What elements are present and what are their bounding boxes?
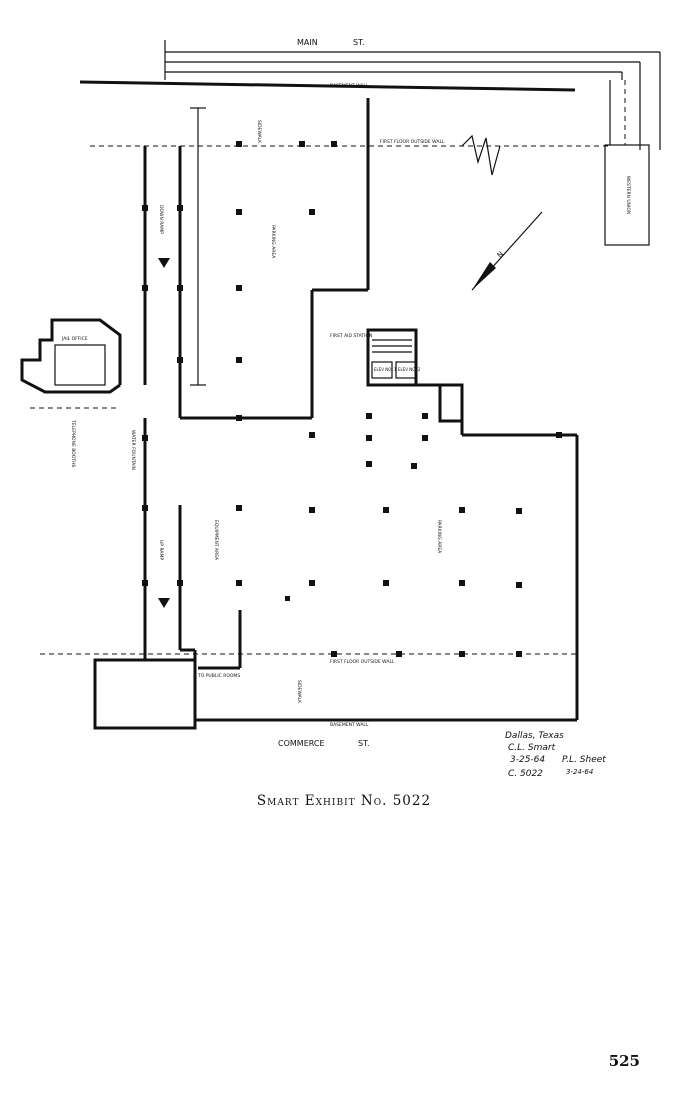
elev-1-label: ELEV NO. 1 <box>374 367 397 372</box>
sidewalk-top-label: SIDEWALK <box>256 120 262 144</box>
svg-text:N: N <box>496 250 505 259</box>
column <box>177 205 183 211</box>
elevator-block <box>366 328 464 435</box>
basement-wall-bottom-label: BASEMENT WALL <box>330 722 369 728</box>
main-street-lines <box>164 40 661 150</box>
annotation-line3: 3-25-64 <box>510 755 545 765</box>
first-floor-wall-top-label: FIRST FLOOR OUTSIDE WALL <box>380 139 445 145</box>
annotation-line1: Dallas, Texas <box>505 731 564 741</box>
western-union-label: WESTERN UNION <box>625 176 631 215</box>
commerce-street-suffix: ST. <box>358 739 370 748</box>
parking-area-right-label: PARKING AREA <box>436 520 442 554</box>
column <box>366 413 372 419</box>
break-symbol <box>461 134 501 176</box>
page-number: 525 <box>608 1052 640 1070</box>
column <box>331 651 337 657</box>
main-street-suffix: ST. <box>353 38 365 47</box>
column <box>236 580 242 586</box>
down-ramp <box>143 107 206 660</box>
column <box>236 285 242 291</box>
column <box>459 507 465 513</box>
first-aid-label: FIRST AID STATION <box>330 333 372 339</box>
to-public-rooms-label: TO PUBLIC ROOMS <box>197 673 240 679</box>
column <box>142 285 148 291</box>
columns <box>142 141 562 657</box>
column <box>383 507 389 513</box>
column <box>411 463 417 469</box>
column <box>422 413 428 419</box>
jail-office-label: JAIL OFFICE <box>61 336 88 342</box>
floor-plan-diagram: MAIN ST. BASEMENT WALL FIRST FLOOR OUTSI… <box>20 38 661 779</box>
column <box>516 582 522 588</box>
commerce-street-label: COMMERCE <box>278 739 325 748</box>
column <box>177 285 183 291</box>
figure-caption: Smart Exhibit No. 5022 <box>256 793 432 809</box>
column <box>142 205 148 211</box>
north-arrow-icon: N <box>471 211 543 291</box>
column <box>309 209 315 215</box>
main-street-label: MAIN <box>297 38 318 47</box>
annotation-line4: C. 5022 <box>508 769 543 779</box>
up-ramp-label: UP RAMP <box>158 540 164 560</box>
telephone-booths-label: TELEPHONE BOOTHS <box>70 419 76 467</box>
column <box>459 580 465 586</box>
first-floor-wall-bottom-label: FIRST FLOOR OUTSIDE WALL <box>330 659 395 665</box>
column <box>236 141 242 147</box>
column <box>177 357 183 363</box>
column <box>177 580 183 586</box>
column <box>516 651 522 657</box>
column <box>556 432 562 438</box>
basement-wall-top <box>79 80 576 92</box>
down-ramp-label: DOWN RAMP <box>158 205 164 234</box>
column <box>299 141 305 147</box>
parking-area-top-label: PARKING AREA <box>270 225 276 259</box>
water-fountain-label: WATER FOUNTAIN <box>130 430 136 470</box>
column <box>142 505 148 511</box>
column <box>236 357 242 363</box>
column <box>331 141 337 147</box>
handwritten-annotation: Dallas, Texas C.L. Smart 3-25-64 C. 5022… <box>505 731 606 779</box>
column <box>422 435 428 441</box>
column <box>142 435 148 441</box>
column <box>236 209 242 215</box>
column <box>383 580 389 586</box>
annotation-signature: P.L. Sheet <box>562 755 606 765</box>
column <box>236 415 242 421</box>
sidewalk-bottom-label: SIDEWALK <box>296 680 302 704</box>
column <box>309 432 315 438</box>
upper-parking-walls <box>178 98 370 420</box>
column <box>285 596 290 601</box>
lower-parking-walls <box>93 433 579 730</box>
column <box>459 651 465 657</box>
column <box>516 508 522 514</box>
annotation-line2: C.L. Smart <box>508 743 556 753</box>
annotation-sig-date: 3-24-64 <box>566 768 593 776</box>
column <box>366 461 372 467</box>
column <box>366 435 372 441</box>
column <box>142 580 148 586</box>
basement-wall-top-label: BASEMENT WALL <box>330 83 369 89</box>
western-union-box <box>604 144 650 246</box>
column <box>309 580 315 586</box>
elev-2-label: ELEV NO. 2 <box>398 367 421 372</box>
column <box>309 507 315 513</box>
column <box>396 651 402 657</box>
up-ramp-arrow-icon <box>158 598 170 608</box>
column <box>236 505 242 511</box>
equipment-area-label: EQUIPMENT AREA <box>213 520 219 561</box>
jail-office <box>20 318 122 394</box>
